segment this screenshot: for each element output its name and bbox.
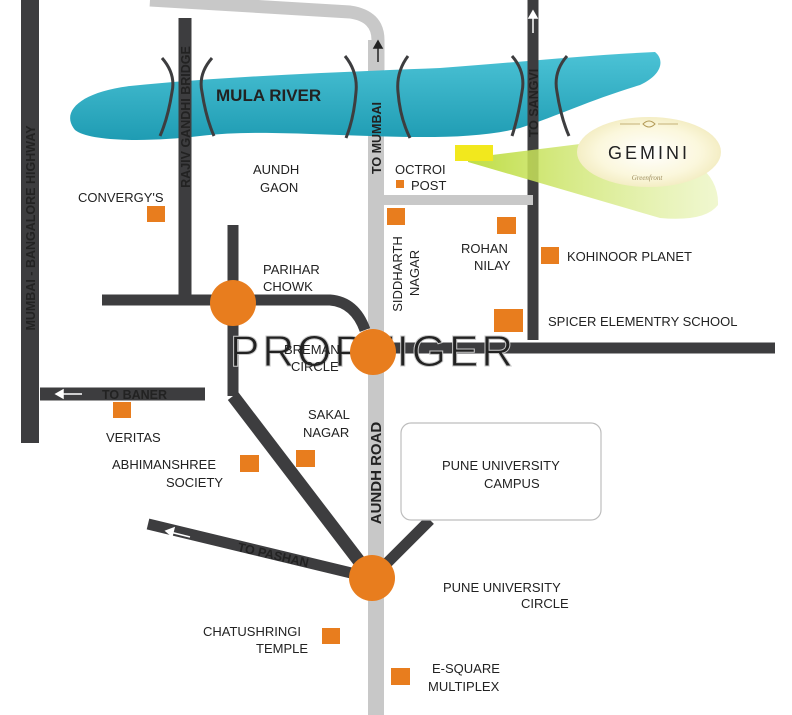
breman-circle-label-line1: BREMAN (284, 342, 340, 357)
octroi-post-label-line2: POST (411, 178, 446, 193)
veritas-marker (113, 402, 131, 418)
spicer-school-marker (494, 309, 523, 332)
aundh-road (368, 40, 384, 715)
bridge-brackets (158, 55, 571, 139)
highway-label: MUMBAI - BANGALORE HIGHWAY (24, 125, 38, 331)
abhimanshree-label-line2: SOCIETY (166, 475, 223, 490)
e-square-label-line1: E-SQUARE (432, 661, 500, 676)
chatushringi-marker (322, 628, 340, 644)
chatushringi-label-line1: CHATUSHRINGI (203, 624, 301, 639)
octroi-post-label-line1: OCTROI (395, 162, 446, 177)
kohinoor-planet-label: KOHINOOR PLANET (567, 249, 692, 264)
university-circle-label-line1: PUNE UNIVERSITY (443, 580, 561, 595)
aundh-road-label: AUNDH ROAD (368, 422, 385, 525)
to-baner-arrowhead-icon (54, 388, 64, 400)
university-campus-label-line2: CAMPUS (484, 476, 540, 491)
parihar-chowk-label-line1: PARIHAR (263, 262, 320, 277)
mula-river (70, 52, 661, 140)
breman-link-road (102, 294, 371, 333)
abhimanshree-marker (240, 455, 259, 472)
parihar-chowk-junction (210, 280, 256, 326)
to-pashan-road (146, 518, 374, 584)
rohan-nilay-label-line2: NILAY (474, 258, 511, 273)
sakal-nagar-label-line1: SAKAL (308, 407, 350, 422)
rohan-nilay-label-line1: ROHAN (461, 241, 508, 256)
siddharth-nagar-marker (387, 208, 405, 225)
siddharth-nagar-label-line2: NAGAR (407, 250, 422, 296)
aundh-gaon-label-line2: GAON (260, 180, 298, 195)
logo-name: GEMINI (608, 143, 690, 163)
to-pashan-arrowhead-icon (164, 526, 176, 538)
project-location-marker (455, 145, 493, 161)
e-square-label-line2: MULTIPLEX (428, 679, 500, 694)
convergys-label: CONVERGY'S (78, 190, 164, 205)
spicer-school-label: SPICER ELEMENTRY SCHOOL (548, 314, 738, 329)
pune-university-circle-junction (349, 555, 395, 601)
logo-sub: Greenfront (632, 174, 664, 182)
rajiv-gandhi-bridge-label: RAJIV GANDHI BRIDGE (179, 46, 193, 188)
kohinoor-planet-marker (541, 247, 559, 264)
veritas-label: VERITAS (106, 430, 161, 445)
e-square-marker (391, 668, 410, 685)
convergys-marker (147, 206, 165, 222)
direction-arrows (54, 9, 539, 538)
aundh-gaon-label-line1: AUNDH (253, 162, 299, 177)
university-campus-label-line1: PUNE UNIVERSITY (442, 458, 560, 473)
siddharth-nagar-label-line1: SIDDHARTH (390, 236, 405, 312)
breman-circle-junction (350, 329, 396, 375)
to-mumbai-label: TO MUMBAI (370, 102, 384, 174)
rohan-nilay-marker (497, 217, 516, 234)
sakal-nagar-label-line2: NAGAR (303, 425, 349, 440)
pune-university-campus-area (400, 422, 602, 521)
to-sangvi-arrowhead-icon (527, 9, 539, 19)
to-sangvi-label: TO SANGVI (527, 69, 541, 138)
sakal-nagar-marker (296, 450, 315, 467)
to-baner-label: TO BANER (102, 388, 167, 402)
breman-circle-label-line2: CIRCLE (291, 359, 339, 374)
to-mumbai-arrow-icon (372, 39, 384, 62)
landmark-markers (113, 180, 559, 685)
river-label: MULA RIVER (216, 86, 321, 105)
university-circle-label-line2: CIRCLE (521, 596, 569, 611)
chatushringi-label-line2: TEMPLE (256, 641, 308, 656)
parihar-chowk-label-line2: CHOWK (263, 279, 313, 294)
to-pashan-label: TO PASHAN (236, 540, 310, 570)
veritas-road (227, 392, 378, 582)
abhimanshree-label-line1: ABHIMANSHREE (112, 457, 216, 472)
octroi-post-marker (396, 180, 404, 188)
gemini-logo: GEMINI Greenfront (577, 117, 721, 187)
